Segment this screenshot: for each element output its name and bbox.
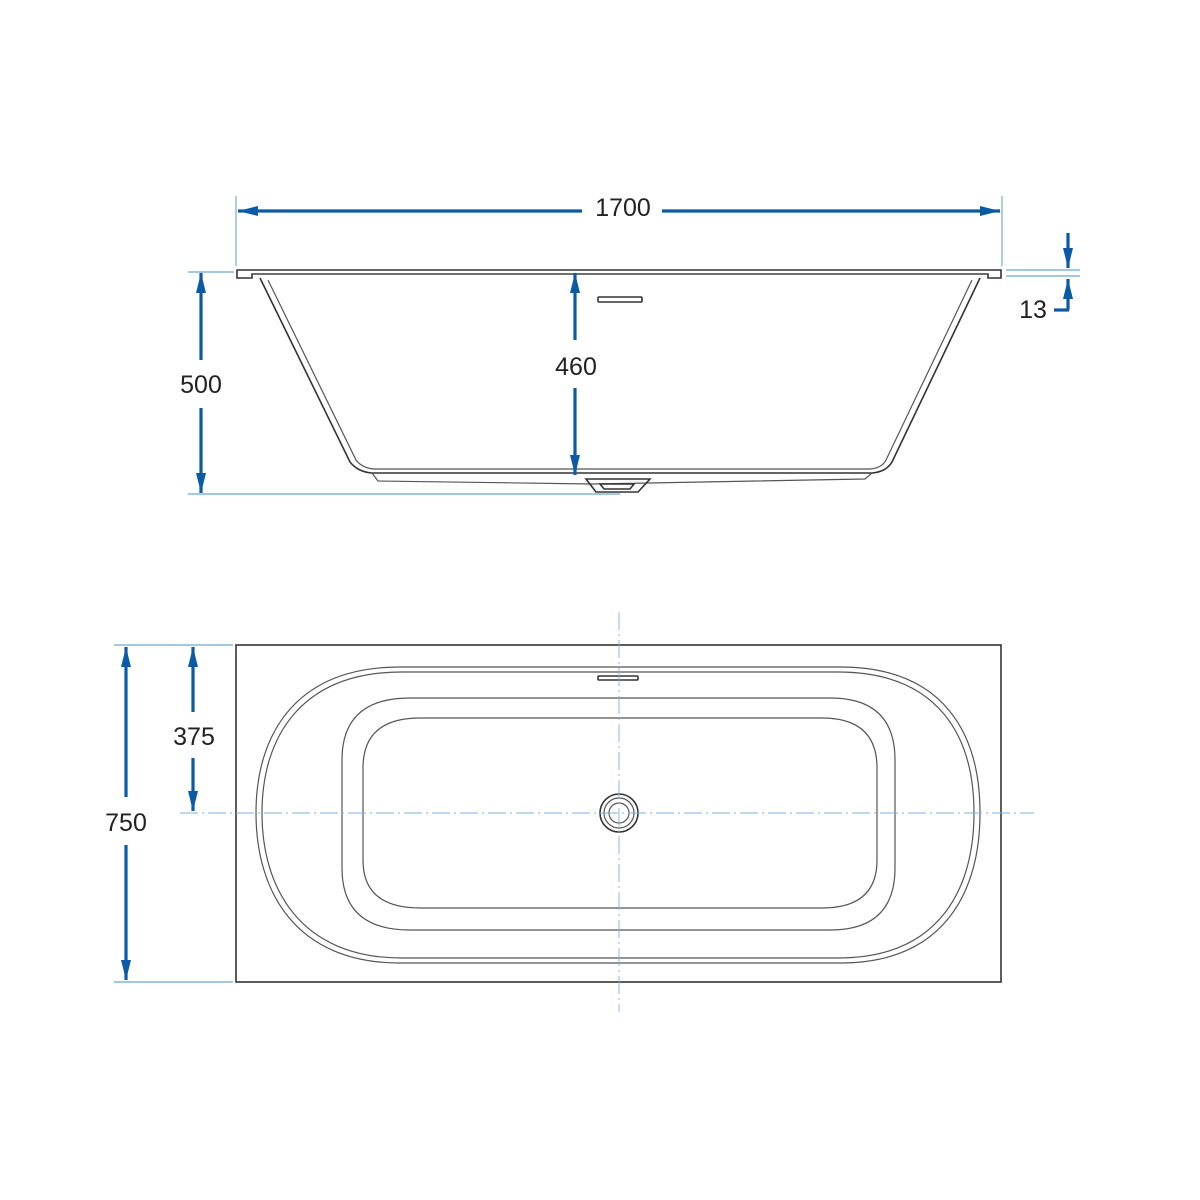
- side-view-drain: [584, 478, 652, 493]
- dimension-rim: 13: [1019, 233, 1073, 324]
- dimension-width-label: 750: [105, 809, 147, 837]
- top-view-well: [341, 697, 896, 931]
- side-view-base: [371, 472, 873, 485]
- top-view-basin-outer-inner: [261, 671, 975, 959]
- dimension-length-label: 1700: [595, 194, 651, 222]
- dimension-length: 1700: [238, 194, 1000, 222]
- top-view: [235, 644, 1002, 983]
- dimension-width: 750: [105, 647, 147, 980]
- top-view-outer-rim: [235, 644, 1002, 983]
- dimension-height-label: 500: [180, 371, 222, 399]
- dimension-rim-label: 13: [1019, 296, 1047, 324]
- side-view: [236, 269, 1002, 493]
- top-view-overflow: [597, 675, 639, 681]
- dimension-height: 500: [180, 273, 222, 493]
- top-view-basin-outer: [255, 666, 981, 964]
- side-view-body-inner: [267, 279, 973, 470]
- side-view-body: [259, 277, 981, 474]
- dimension-depth-label: 460: [555, 353, 597, 381]
- side-view-overflow: [597, 296, 643, 303]
- dimension-drain-offset: 375: [173, 647, 215, 811]
- dimension-depth: 460: [555, 273, 597, 475]
- top-view-floor: [362, 717, 878, 909]
- dimension-drain-offset-label: 375: [173, 723, 215, 751]
